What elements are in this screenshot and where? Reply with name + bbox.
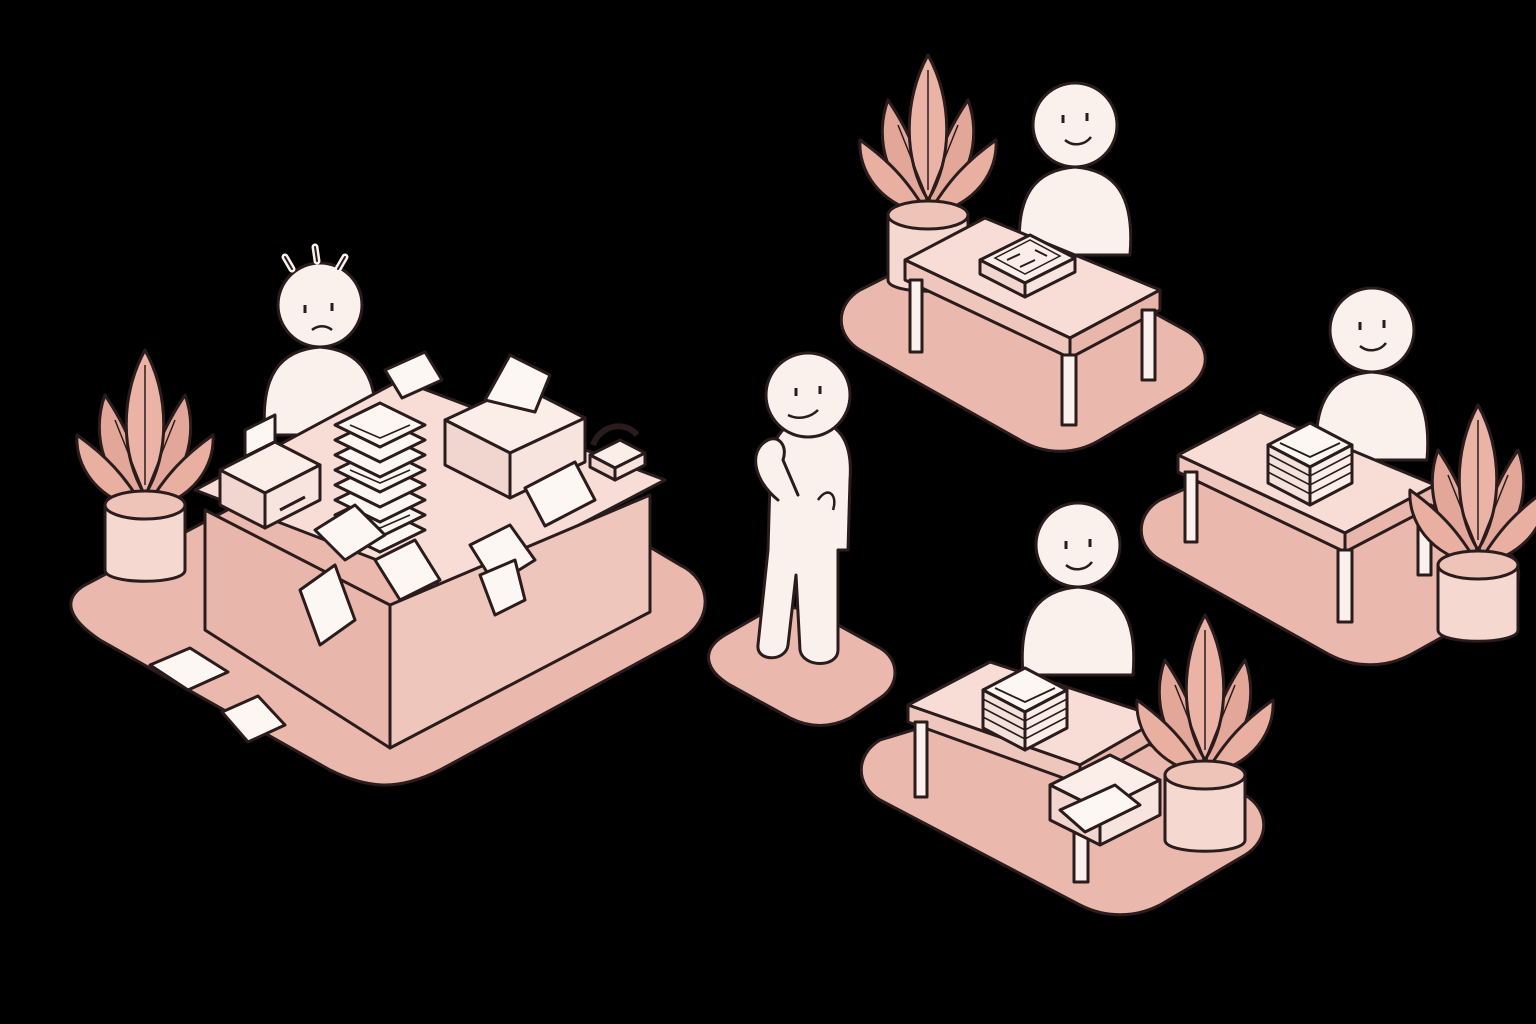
calm-worker-station-top [858,53,1162,427]
telephone [588,423,647,482]
calm-worker-station-right [1176,286,1536,643]
calm-worker-station-bottom [906,501,1275,884]
thinking-person [754,351,852,665]
happy-worker-right [1314,286,1430,462]
happy-worker-bottom [1020,501,1136,677]
desk-legs-top [908,278,1157,427]
happy-worker-top [1017,81,1133,257]
overwhelmed-worker-station [75,243,667,750]
scattered-papers [148,350,537,744]
stressed-worker [262,243,378,437]
cash-register-main [218,413,322,530]
printer-main [443,353,597,528]
cash-register-top [978,233,1077,299]
desk-side-main [388,493,652,750]
printer-bottom [1048,753,1162,847]
